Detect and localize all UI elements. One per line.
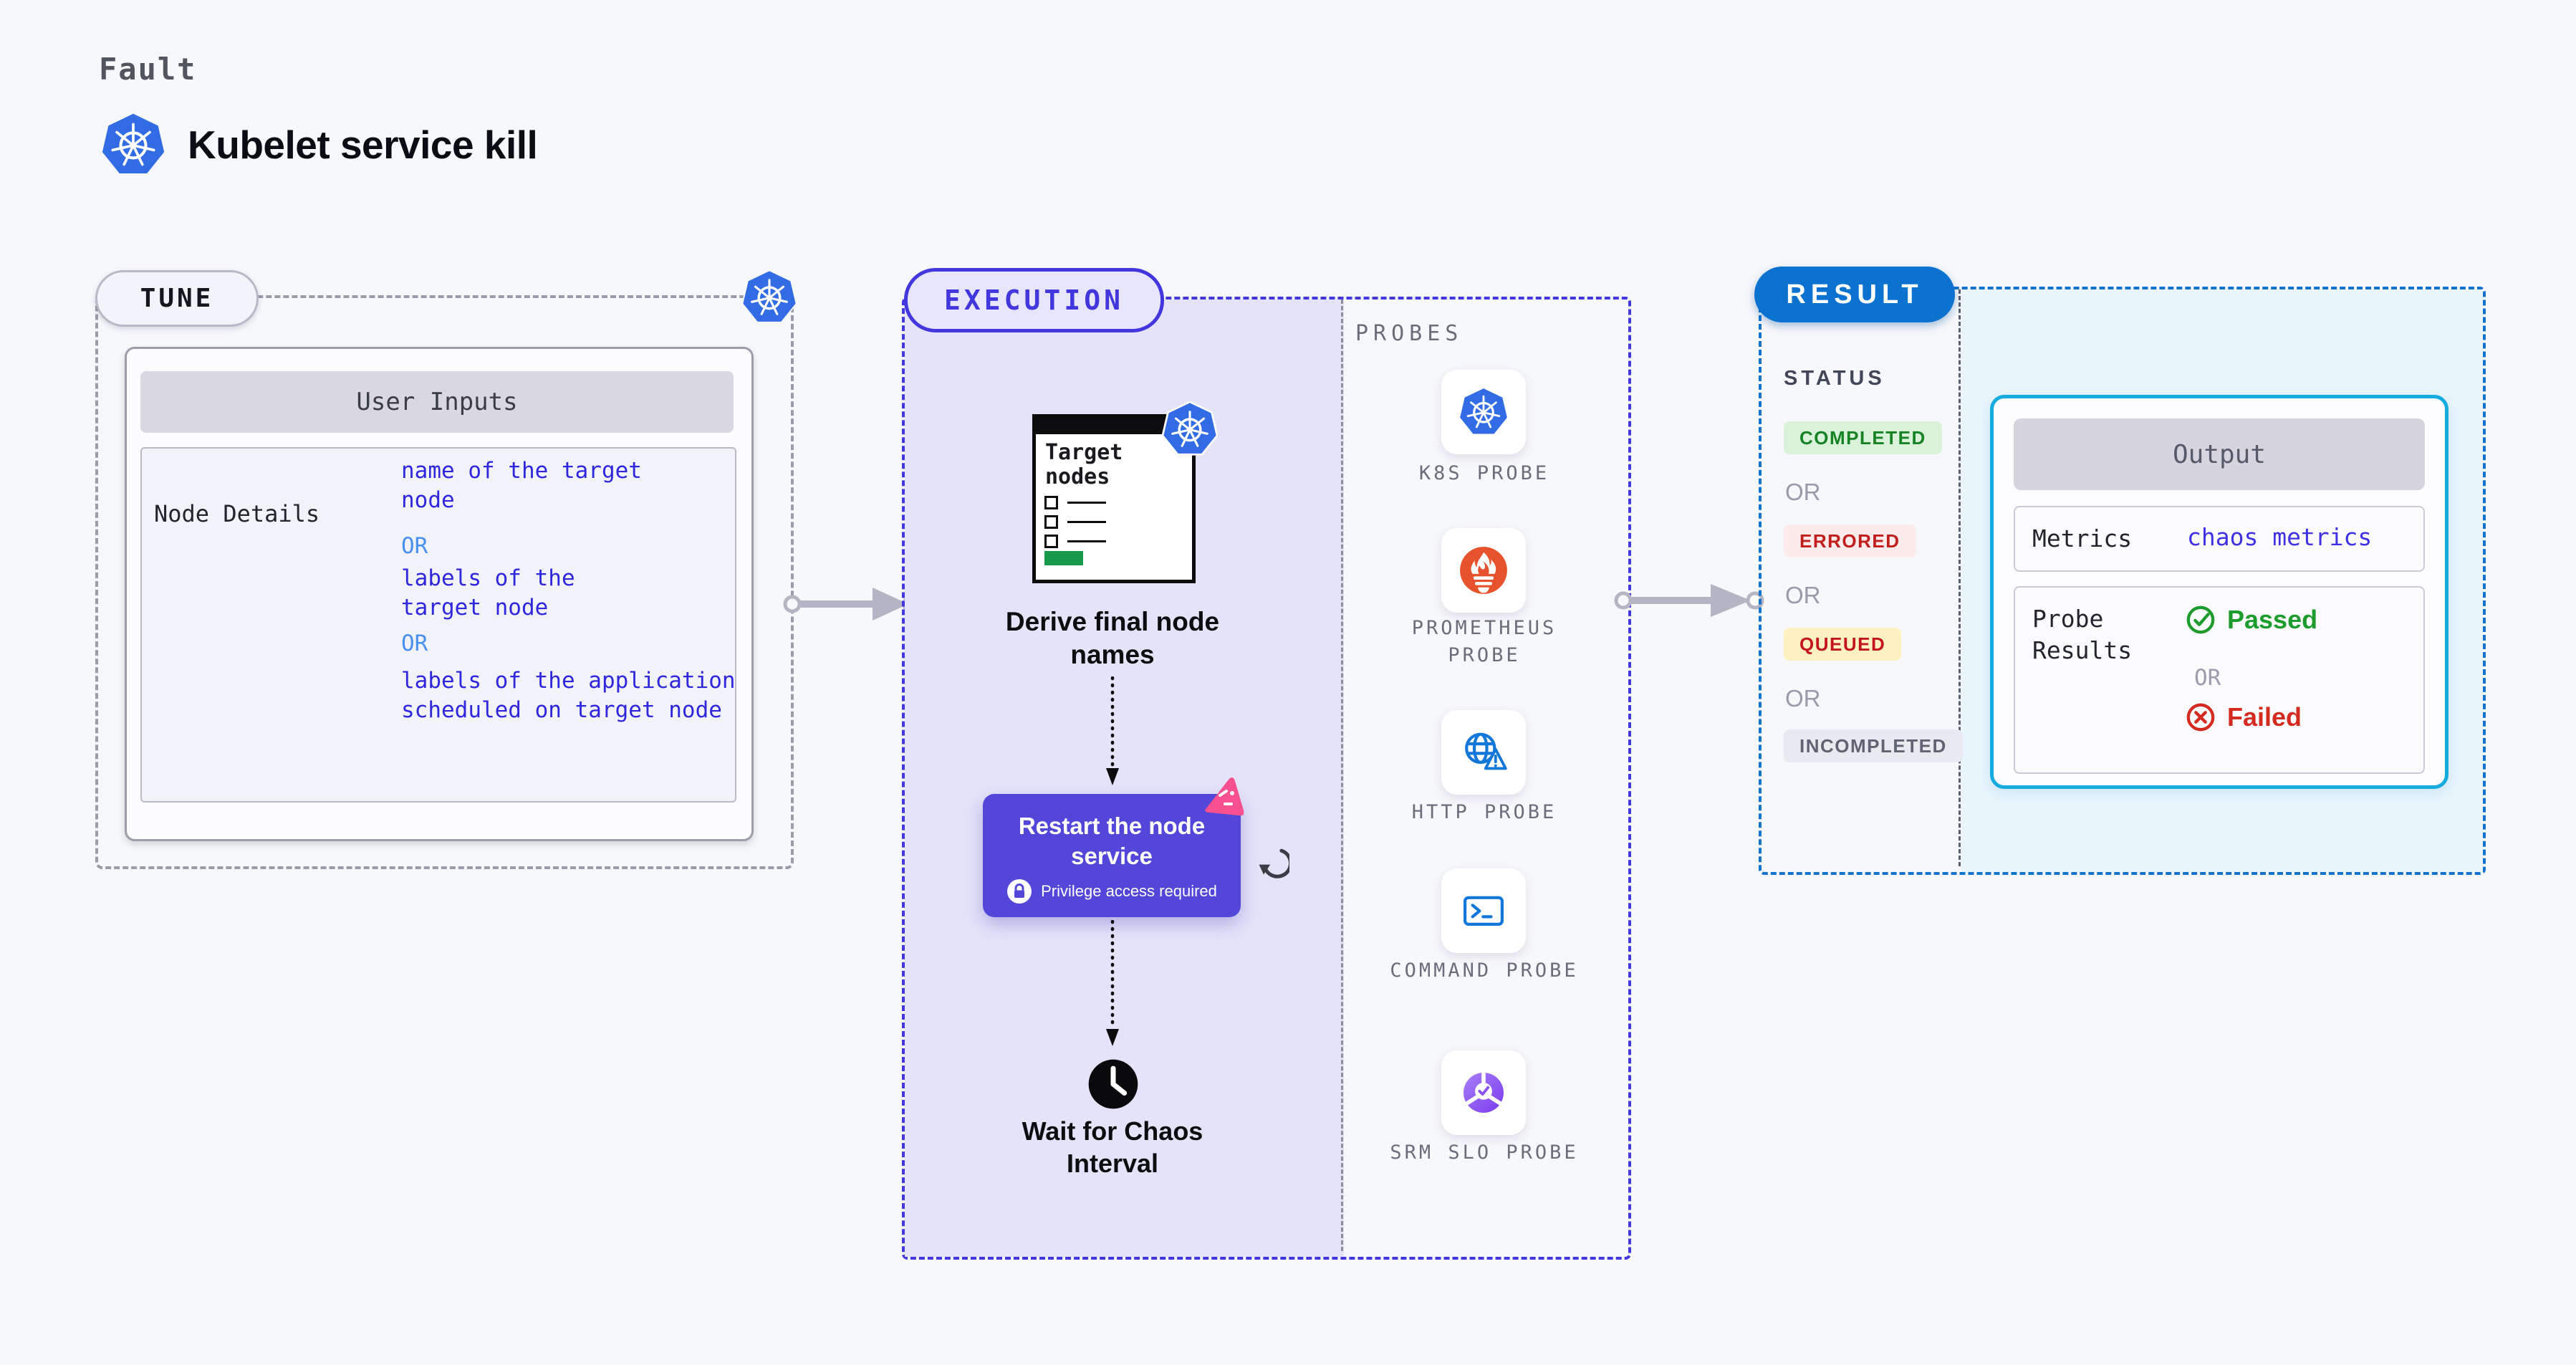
- or-separator: OR: [401, 533, 428, 559]
- result-badge: RESULT: [1754, 267, 1955, 322]
- or-separator: OR: [1785, 685, 1821, 712]
- x-circle-icon: [2186, 703, 2215, 732]
- user-inputs-table: [140, 447, 736, 803]
- litmus-badge-icon: [1205, 777, 1244, 816]
- status-badge-errored: ERRORED: [1784, 525, 1916, 557]
- output-card: Output Metrics chaos metrics Probe Resul…: [1990, 395, 2448, 789]
- globe-warning-icon: [1465, 732, 1507, 770]
- node-detail-value: labels of the target node: [401, 565, 575, 621]
- metrics-value: chaos metrics: [2187, 523, 2373, 551]
- node-detail-value: labels of the application scheduled on t…: [401, 668, 736, 723]
- or-separator: OR: [401, 631, 428, 656]
- prometheus-probe-card: [1441, 528, 1526, 613]
- lock-icon: [1007, 879, 1032, 904]
- metrics-row: Metrics chaos metrics: [2014, 506, 2425, 572]
- check-circle-icon: [2186, 605, 2215, 634]
- probes-title: PROBES: [1355, 321, 1464, 346]
- kubernetes-icon: [1162, 401, 1218, 456]
- status-badge-completed: COMPLETED: [1784, 421, 1942, 454]
- metrics-label: Metrics: [2032, 525, 2133, 552]
- node-details-label: Node Details: [154, 500, 320, 527]
- fault-kicker: Fault: [99, 52, 197, 87]
- probe-label: K8S PROBE: [1418, 462, 1550, 484]
- prometheus-icon: [1460, 547, 1507, 594]
- kubernetes-icon: [102, 113, 165, 174]
- loop-icon: [1259, 848, 1289, 878]
- page-title: Kubelet service kill: [188, 123, 538, 167]
- dotted-connector: [1106, 676, 1119, 785]
- probe-results-label: Probe Results: [2032, 605, 2133, 664]
- execution-badge: EXECUTION: [904, 268, 1164, 332]
- status-title: STATUS: [1784, 367, 1885, 390]
- flow-arrow: [1614, 584, 1764, 617]
- or-separator: OR: [2194, 665, 2221, 691]
- probe-label: COMMAND PROBE: [1390, 959, 1579, 982]
- user-inputs-header: User Inputs: [140, 371, 734, 433]
- flow-arrow: [783, 588, 920, 621]
- passed-label: Passed: [2227, 605, 2318, 634]
- tune-badge: TUNE: [95, 270, 259, 327]
- probe-label: HTTP PROBE: [1411, 801, 1557, 823]
- failed-result: Failed: [2186, 702, 2302, 732]
- pie-check-icon: [1464, 1071, 1504, 1113]
- green-button-shape: [1044, 551, 1083, 565]
- privilege-note-text: Privilege access required: [1041, 882, 1217, 900]
- kubernetes-icon: [741, 269, 797, 323]
- or-separator: OR: [1785, 479, 1821, 505]
- tune-section: [95, 295, 794, 869]
- probe-label: PROMETHEUS PROBE: [1411, 617, 1557, 666]
- http-probe-card: [1441, 710, 1526, 795]
- command-probe-card: [1441, 868, 1526, 953]
- status-badge-incompleted: INCOMPLETED: [1784, 729, 1963, 762]
- output-header: Output: [2014, 418, 2425, 490]
- srm-slo-probe-card: [1441, 1050, 1526, 1135]
- probe-results-row: Probe Results Passed OR Failed: [2014, 586, 2425, 774]
- target-nodes-window: Target nodes: [1032, 414, 1196, 583]
- terminal-icon: [1464, 896, 1504, 926]
- target-nodes-title: Target nodes: [1045, 440, 1123, 489]
- clock-icon: [1088, 1059, 1138, 1109]
- wait-chaos-interval-label: Wait for Chaos Interval: [1022, 1116, 1203, 1178]
- restart-label: Restart the node service: [1018, 813, 1206, 869]
- dotted-connector: [1106, 920, 1119, 1046]
- probes-divider: [1341, 300, 1343, 1251]
- restart-node-service-card: Restart the node service Privilege acces…: [983, 794, 1241, 917]
- passed-result: Passed: [2186, 605, 2317, 635]
- failed-label: Failed: [2227, 702, 2302, 732]
- status-badge-queued: QUEUED: [1784, 628, 1902, 661]
- k8s-probe-card: [1441, 370, 1526, 454]
- derive-node-names-label: Derive final node names: [1005, 607, 1220, 669]
- or-separator: OR: [1785, 582, 1821, 608]
- probe-label: SRM SLO PROBE: [1390, 1141, 1579, 1164]
- status-divider: [1959, 289, 1961, 866]
- privilege-note: Privilege access required: [983, 878, 1241, 904]
- kubernetes-icon: [1460, 388, 1507, 434]
- node-detail-value: name of the target node: [401, 458, 642, 513]
